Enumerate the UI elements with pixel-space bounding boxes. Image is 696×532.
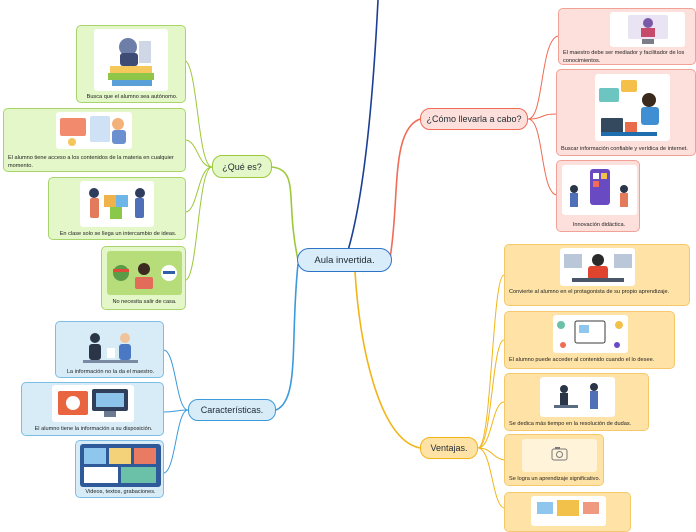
card-ventajas-4-text: Se logra un aprendizaje significativo. <box>509 476 601 482</box>
video-call-illustration <box>531 496 606 526</box>
card-que-es-3[interactable]: En clase solo se llega un intercambio de… <box>48 177 186 240</box>
research-computer-illustration <box>595 74 670 141</box>
card-ventajas-2-text: El alumno puede acceder al contenido cua… <box>509 357 655 363</box>
meeting-illustration <box>73 324 148 367</box>
card-ventajas-1-text: Convierte al alumno en el protagonista d… <box>509 289 670 295</box>
card-como-1[interactable]: El maestro debe ser mediador y facilitad… <box>558 8 696 65</box>
card-que-es-1[interactable]: Busca que el alumno sea autónomo. <box>76 25 186 103</box>
card-que-es-1-text: Busca que el alumno sea autónomo. <box>86 94 178 100</box>
content-access-illustration <box>553 315 628 353</box>
card-que-es-4[interactable]: No necesita salir de casa. <box>101 246 186 310</box>
student-books-illustration <box>94 29 168 91</box>
innovation-phone-illustration <box>562 165 637 215</box>
home-learning-illustration <box>107 251 182 295</box>
branch-que-es[interactable]: ¿Qué es? <box>212 155 272 178</box>
card-caracteristicas-3[interactable]: Videos, textos, grabaciones. <box>75 440 164 498</box>
central-topic[interactable]: Aula invertida. <box>297 248 392 272</box>
card-caracteristicas-1-text: La información no la da el maestro. <box>66 369 155 375</box>
card-ventajas-3[interactable]: Se dedica más tiempo en la resolución de… <box>504 373 649 431</box>
presentation-screen-illustration <box>52 385 134 422</box>
card-caracteristicas-2-text: El alumno tiene la información a su disp… <box>34 426 153 432</box>
card-caracteristicas-2[interactable]: El alumno tiene la información a su disp… <box>21 382 164 436</box>
connector-lines <box>163 0 559 509</box>
card-como-3-text: Innovación didáctica. <box>572 222 626 228</box>
card-como-2-text: Buscar información confiable y verídica … <box>561 146 688 152</box>
central-topic-label: Aula invertida. <box>314 254 375 266</box>
doubt-resolution-illustration <box>540 377 615 417</box>
image-placeholder-card <box>522 439 597 472</box>
branch-como-label: ¿Cómo llevarla a cabo? <box>426 114 522 124</box>
card-ventajas-1[interactable]: Convierte al alumno en el protagonista d… <box>504 244 690 306</box>
card-caracteristicas-1[interactable]: La información no la da el maestro. <box>55 321 164 378</box>
card-que-es-4-text: No necesita salir de casa. <box>112 299 177 305</box>
student-protagonist-illustration <box>560 248 635 286</box>
card-ventajas-2[interactable]: El alumno puede acceder al contenido cua… <box>504 311 675 369</box>
branch-ventajas[interactable]: Ventajas. <box>420 437 478 459</box>
branch-caracteristicas-label: Características. <box>200 405 264 415</box>
card-como-1-text: El maestro debe ser mediador y facilitad… <box>563 50 685 64</box>
teacher-screen-illustration <box>610 12 685 47</box>
card-caracteristicas-3-text: Videos, textos, grabaciones. <box>85 489 156 495</box>
media-collage-illustration <box>80 444 161 487</box>
branch-ventajas-label: Ventajas. <box>430 443 468 453</box>
image-placeholder-icon <box>551 447 568 461</box>
online-content-illustration <box>56 112 132 149</box>
team-puzzle-illustration <box>80 181 154 227</box>
card-ventajas-4[interactable]: Se logra un aprendizaje significativo. <box>504 434 604 486</box>
card-ventajas-3-text: Se dedica más tiempo en la resolución de… <box>509 421 632 427</box>
card-que-es-2-text: El alumno tiene acceso a los contenidos … <box>8 155 174 169</box>
card-que-es-3-text: En clase solo se llega un intercambio de… <box>59 231 177 237</box>
branch-como[interactable]: ¿Cómo llevarla a cabo? <box>420 108 528 130</box>
branch-que-es-label: ¿Qué es? <box>222 161 262 172</box>
branch-caracteristicas[interactable]: Características. <box>188 399 276 421</box>
card-como-3[interactable]: Innovación didáctica. <box>556 160 640 232</box>
card-como-2[interactable]: Buscar información confiable y verídica … <box>556 69 696 156</box>
card-que-es-2[interactable]: El alumno tiene acceso a los contenidos … <box>3 108 186 172</box>
card-ventajas-5[interactable] <box>504 492 631 532</box>
